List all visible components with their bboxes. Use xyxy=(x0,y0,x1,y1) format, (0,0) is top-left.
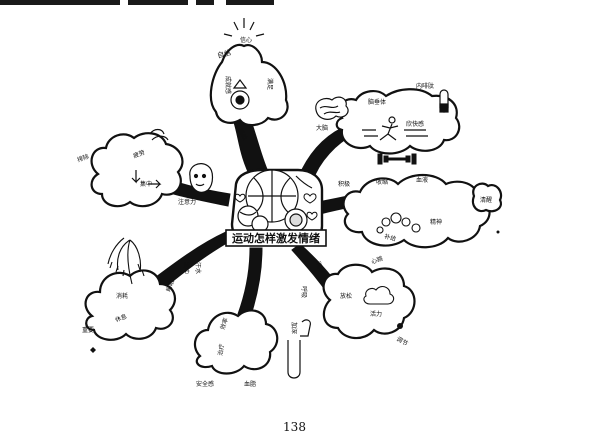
right-word-1: 积极 xyxy=(338,180,350,188)
bottom-right-word-4: 活力 xyxy=(370,310,382,318)
cloud-top-right xyxy=(335,88,461,155)
top-tip-word: 信心 xyxy=(240,36,252,44)
bottom-left-word-1: 汗水 xyxy=(194,262,202,274)
bottom-left-word-5: 休息 xyxy=(114,312,128,324)
arm-bottom xyxy=(237,247,263,319)
right-word-6: 精神 xyxy=(430,218,442,226)
right-word-3: 血液 xyxy=(416,176,428,184)
bottom-word-1: 呼吸 xyxy=(300,286,307,298)
medal-icon xyxy=(230,79,250,110)
left-word-3: 疲劳 xyxy=(132,148,146,160)
top-word-2: 成就感 xyxy=(224,76,232,94)
top-right-word-1: 大脑 xyxy=(316,124,328,132)
cloud-bottom-left xyxy=(84,269,177,341)
cloud-right-end xyxy=(471,182,503,213)
cloud-right xyxy=(342,173,491,249)
arrows-icon xyxy=(131,128,169,189)
left-word-4: 集中 xyxy=(140,180,152,188)
bottom-word-6: 血脂 xyxy=(244,380,256,388)
willow-tree-icon xyxy=(107,237,145,285)
right-word-2: 收缩 xyxy=(376,178,388,186)
bottom-left-word-4: 重要 xyxy=(82,326,94,334)
bottom-left-word-6: 集中 xyxy=(182,262,190,274)
top-word-1: 自信 xyxy=(216,48,232,60)
center-title: 运动怎样激发情绪 xyxy=(232,231,320,245)
heart-icon xyxy=(234,193,246,203)
right-word-4: 清醒 xyxy=(480,196,492,204)
left-word-2: 排除 xyxy=(76,152,90,164)
heart-icon xyxy=(303,193,317,204)
left-word-1: 注意力 xyxy=(178,198,196,206)
bottom-right-word-3: 消除 xyxy=(314,260,326,274)
brain-icon xyxy=(315,96,349,120)
bottom-word-4: 治疗 xyxy=(216,343,226,356)
dumbbell-icon xyxy=(377,153,417,165)
cloud-top xyxy=(209,43,289,127)
top-right-word-2: 脑垂体 xyxy=(368,98,386,106)
flask-icon xyxy=(287,319,311,379)
face-icon xyxy=(189,163,214,193)
page-number: 138 xyxy=(283,420,306,434)
cloud-icon xyxy=(363,285,395,305)
weight-lift-icon xyxy=(376,212,421,234)
bottom-word-2: 加深 xyxy=(290,322,298,334)
bottom-word-3: 效率 xyxy=(218,317,230,331)
cloud-left xyxy=(90,132,184,208)
bottom-right-word-1: 心跳 xyxy=(370,254,384,266)
heart-icon xyxy=(306,211,318,221)
cloud-bottom xyxy=(193,309,279,375)
star-burst-icon xyxy=(223,18,265,37)
running-person-icon xyxy=(362,116,428,141)
ink-marks xyxy=(90,230,500,353)
bottom-right-word-2: 放松 xyxy=(340,292,352,300)
top-word-3: 满足 xyxy=(266,78,274,90)
bottom-word-5: 安全感 xyxy=(196,380,214,388)
top-right-word-4: 欣快感 xyxy=(406,120,424,128)
bottom-right-word-5: 调节 xyxy=(395,335,409,348)
heart-decorations xyxy=(234,193,318,221)
bottom-left-word-3: 睡眠 xyxy=(164,279,176,293)
arm-bottom-left xyxy=(151,231,233,291)
center-title-frame xyxy=(225,229,327,247)
bottom-left-word-2: 消耗 xyxy=(116,292,128,300)
center-node: 运动怎样激发情绪 xyxy=(225,168,327,247)
top-right-word-3: 内啡肽 xyxy=(416,82,434,90)
right-word-5: 补给 xyxy=(383,232,397,243)
scan-artifact-strip xyxy=(0,0,300,6)
test-tube-icon xyxy=(439,89,449,113)
